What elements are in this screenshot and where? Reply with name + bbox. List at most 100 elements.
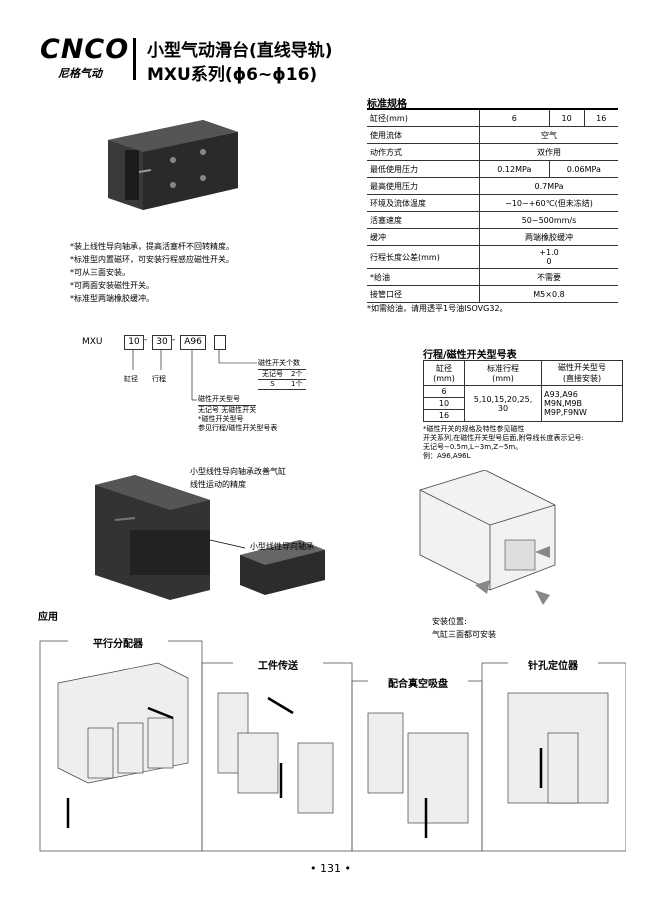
count-code: 无记号 bbox=[258, 369, 287, 380]
switch-note: *磁性开关型号 bbox=[198, 415, 244, 423]
spec-label: 最高使用压力 bbox=[367, 177, 480, 195]
caption-line: 气缸三面都可安装 bbox=[432, 630, 496, 639]
spec-cell: 空气 bbox=[479, 126, 618, 144]
stroke-table-title: 行程/磁性开关型号表 bbox=[423, 350, 517, 361]
spec-footnote: *如需给油，请用透平1号油ISOVG32。 bbox=[367, 304, 508, 313]
spec-cell: 50~500mm/s bbox=[479, 211, 618, 229]
switch-box: A96 bbox=[180, 335, 206, 350]
app-label: 针孔定位器 bbox=[508, 657, 598, 672]
stroke-notes: *磁性开关的规格及特性参见磁性 开关系列,在磁性开关型号后面,附导线长度表示记号… bbox=[423, 425, 643, 461]
page-title: 小型气动滑台(直线导轨) bbox=[147, 41, 333, 61]
spec-label: 最低使用压力 bbox=[367, 160, 480, 178]
bearing-illustration bbox=[95, 470, 365, 610]
caption-line: 安装位置: bbox=[432, 617, 467, 626]
table-row: *给油 不需要 bbox=[367, 268, 618, 286]
note-line: *磁性开关的规格及特性参见磁性 bbox=[423, 425, 525, 433]
spec-cell: 0.12MPa bbox=[479, 160, 550, 178]
table-row: 最高使用压力 0.7MPa bbox=[367, 177, 618, 195]
applications-panel: 平行分配器 工件传送 配合真空吸盘 针孔定位器 bbox=[38, 623, 626, 853]
switches-cell: A93,A96 M9N,M9B M9P,F9NW bbox=[541, 385, 623, 422]
header-cell: 缸径 (mm) bbox=[423, 360, 465, 386]
brand-logo: CNCO bbox=[40, 34, 130, 65]
spec-cell: M5×0.8 bbox=[479, 285, 618, 303]
mounting-caption: 安装位置: 气缸三面都可安装 bbox=[432, 615, 496, 641]
feature-list: *装上线性导向轴承，提高活塞杆不回转精度。 *标准型内置磁环，可安装行程感应磁性… bbox=[70, 240, 360, 305]
table-row: 6 5,10,15,20,25, 30 A93,A96 M9N,M9B M9P,… bbox=[423, 385, 623, 422]
spec-cell: 10 bbox=[548, 110, 585, 127]
header-cell: 标准行程 (mm) bbox=[464, 360, 542, 386]
header-divider bbox=[133, 38, 136, 80]
caption-line: 小型线性导向轴承改善气缸 bbox=[190, 467, 286, 476]
table-row: 接管口径 M5×0.8 bbox=[367, 285, 618, 303]
spec-cell: 两端橡胶缓冲 bbox=[479, 228, 618, 246]
table-row: 行程长度公差(mm) +1.0 0 bbox=[367, 245, 618, 269]
bore-cell: 6 bbox=[423, 385, 465, 398]
spec-label: 活塞速度 bbox=[367, 211, 480, 229]
table-row: 缸径(mm) 6 10 16 bbox=[367, 110, 618, 127]
table-row: 活塞速度 50~500mm/s bbox=[367, 211, 618, 229]
header-cell: 磁性开关型号 (直接安装) bbox=[541, 360, 623, 386]
spec-table: 缸径(mm) 6 10 16 使用流体 空气 动作方式 双作用 最低使用压力 0… bbox=[367, 110, 618, 303]
bearing-label: 小型线性导向轴承 bbox=[250, 542, 314, 551]
app-label: 配合真空吸盘 bbox=[368, 675, 468, 690]
tolerance-upper: +1.0 bbox=[539, 248, 559, 257]
table-row: 最低使用压力 0.12MPa 0.06MPa bbox=[367, 160, 618, 178]
spec-cell: 双作用 bbox=[479, 143, 618, 161]
table-row: 使用流体 空气 bbox=[367, 126, 618, 144]
spec-cell: 16 bbox=[583, 110, 618, 127]
mounting-drawing bbox=[415, 469, 570, 610]
spec-cell: 0.7MPa bbox=[479, 177, 618, 195]
series-title: MXU系列(ϕ6~ϕ16) bbox=[147, 65, 318, 85]
model-prefix: MXU bbox=[82, 337, 103, 347]
stroke-table: 缸径 (mm) 标准行程 (mm) 磁性开关型号 (直接安装) 6 5,10,1… bbox=[423, 360, 623, 422]
stroke-label: 行程 bbox=[152, 375, 166, 383]
table-row: 16 bbox=[423, 409, 623, 422]
spec-label: 动作方式 bbox=[367, 143, 480, 161]
table-header: 缸径 (mm) 标准行程 (mm) 磁性开关型号 (直接安装) bbox=[423, 360, 623, 386]
spec-cell: 不需要 bbox=[479, 268, 618, 286]
table-row: 动作方式 双作用 bbox=[367, 143, 618, 161]
applications-title: 应用 bbox=[38, 612, 58, 623]
bearing-caption: 小型线性导向轴承改善气缸 线性运动的精度 bbox=[190, 465, 286, 491]
spec-label: 接管口径 bbox=[367, 285, 480, 303]
note-line: 开关系列,在磁性开关型号后面,附导线长度表示记号: bbox=[423, 434, 584, 442]
product-photo bbox=[103, 110, 243, 220]
spec-label: 行程长度公差(mm) bbox=[367, 245, 480, 269]
tolerance-lower: 0 bbox=[546, 257, 552, 266]
note-line: 例：A96,A96L bbox=[423, 452, 471, 460]
app-label: 工件传送 bbox=[233, 657, 323, 672]
brand-subtitle: 尼格气动 bbox=[58, 67, 102, 80]
count-box bbox=[214, 335, 226, 350]
page-number: • 131 • bbox=[310, 862, 351, 875]
switch-note: 参见行程/磁性开关型号表 bbox=[198, 424, 278, 432]
spec-cell: −10~+60℃(但未冻结) bbox=[479, 194, 618, 212]
bore-cell: 16 bbox=[423, 409, 465, 422]
bore-cell: 10 bbox=[423, 397, 465, 410]
switch-type-title: 磁性开关型号 bbox=[198, 395, 240, 403]
stroke-box: 30 bbox=[152, 335, 172, 350]
spec-label: 缸径(mm) bbox=[367, 110, 480, 127]
switch-none: 无记号 无磁性开关 bbox=[198, 405, 257, 414]
spec-label: 环境及流体温度 bbox=[367, 194, 480, 212]
spec-label: 缓冲 bbox=[367, 228, 480, 246]
note-line: 无记号−0.5m,L−3m,Z−5m。 bbox=[423, 443, 523, 451]
app-label: 平行分配器 bbox=[68, 635, 168, 650]
feature-item: *装上线性导向轴承，提高活塞杆不回转精度。 bbox=[70, 242, 234, 251]
feature-item: *可从三面安装。 bbox=[70, 268, 130, 277]
bore-label: 缸径 bbox=[124, 375, 138, 383]
caption-line: 线性运动的精度 bbox=[190, 480, 246, 489]
spec-label: *给油 bbox=[367, 268, 480, 286]
spec-rule bbox=[367, 108, 618, 110]
switch-count-title: 磁性开关个数 bbox=[258, 359, 300, 367]
feature-item: *标准型内置磁环，可安装行程感应磁性开关。 bbox=[70, 255, 234, 264]
table-row: 缓冲 两端橡胶缓冲 bbox=[367, 228, 618, 246]
spec-title: 标准规格 bbox=[367, 99, 407, 110]
bore-box: 10 bbox=[124, 335, 144, 350]
feature-item: *标准型两端橡胶缓冲。 bbox=[70, 294, 154, 303]
strokes-cell: 5,10,15,20,25, 30 bbox=[464, 385, 542, 422]
feature-item: *可两面安装磁性开关。 bbox=[70, 281, 154, 290]
count-value: 2个 bbox=[287, 369, 307, 380]
spec-cell: 0.06MPa bbox=[548, 160, 618, 178]
